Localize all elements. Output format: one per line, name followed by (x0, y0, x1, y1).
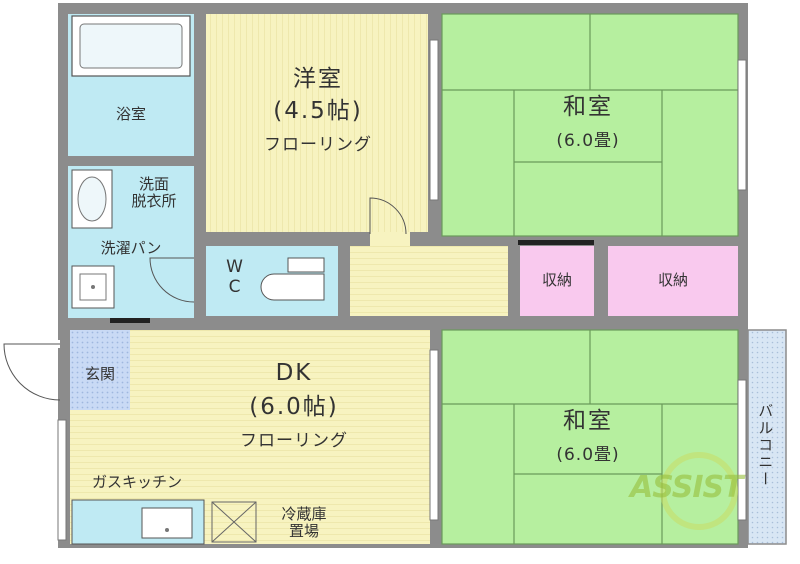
windows (57, 39, 747, 541)
entrance-floor (70, 330, 130, 410)
assist-logo-text: ASSIST (630, 470, 744, 505)
washitsu-bottom-name: 和室 (563, 408, 613, 434)
laundry-pan (71, 265, 115, 309)
wc-label: W C (226, 257, 244, 297)
storage-left-floor (520, 246, 594, 316)
western-room-floor (206, 14, 428, 232)
entrance-door (0, 340, 61, 401)
western-room-size: (4.5帖) (273, 98, 363, 124)
toilet (260, 257, 325, 301)
dk-name: DK (275, 360, 313, 386)
balcony-label: バルコニー (756, 402, 775, 488)
washroom-label: 洗面 脱衣所 (131, 175, 177, 211)
kitchen-counter (71, 499, 205, 545)
entrance-label: 玄関 (84, 365, 115, 383)
storage-left-label: 収納 (541, 271, 572, 289)
laundry-label: 洗濯パン (100, 239, 162, 257)
hall-floor (350, 246, 508, 316)
bathtub (71, 15, 191, 77)
kitchen-label: ガスキッチン (91, 473, 182, 491)
bath-label: 浴室 (115, 105, 146, 123)
storage-right-floor (608, 246, 738, 316)
dk-floor-label: フローリング (240, 431, 348, 451)
sliding-door-mark (518, 240, 594, 245)
fridge-space (211, 501, 257, 543)
washroom-threshold (110, 318, 150, 323)
washbasin (71, 169, 113, 229)
fridge-label: 冷蔵庫 置場 (281, 505, 327, 541)
washitsu-top-name: 和室 (563, 94, 613, 120)
dk-size: (6.0帖) (249, 394, 339, 420)
western-room-door (369, 197, 410, 246)
washitsu-top-size: (6.0畳) (556, 131, 620, 151)
washitsu-bottom-size: (6.0畳) (556, 445, 620, 465)
assist-logo: ASSIST (630, 452, 790, 532)
washroom-door (149, 257, 195, 303)
western-room-floor-label: フローリング (264, 135, 372, 155)
assist-logo-circle (660, 452, 738, 530)
western-room-name: 洋室 (293, 66, 343, 92)
balcony (747, 329, 787, 545)
storage-right-label: 収納 (657, 271, 688, 289)
